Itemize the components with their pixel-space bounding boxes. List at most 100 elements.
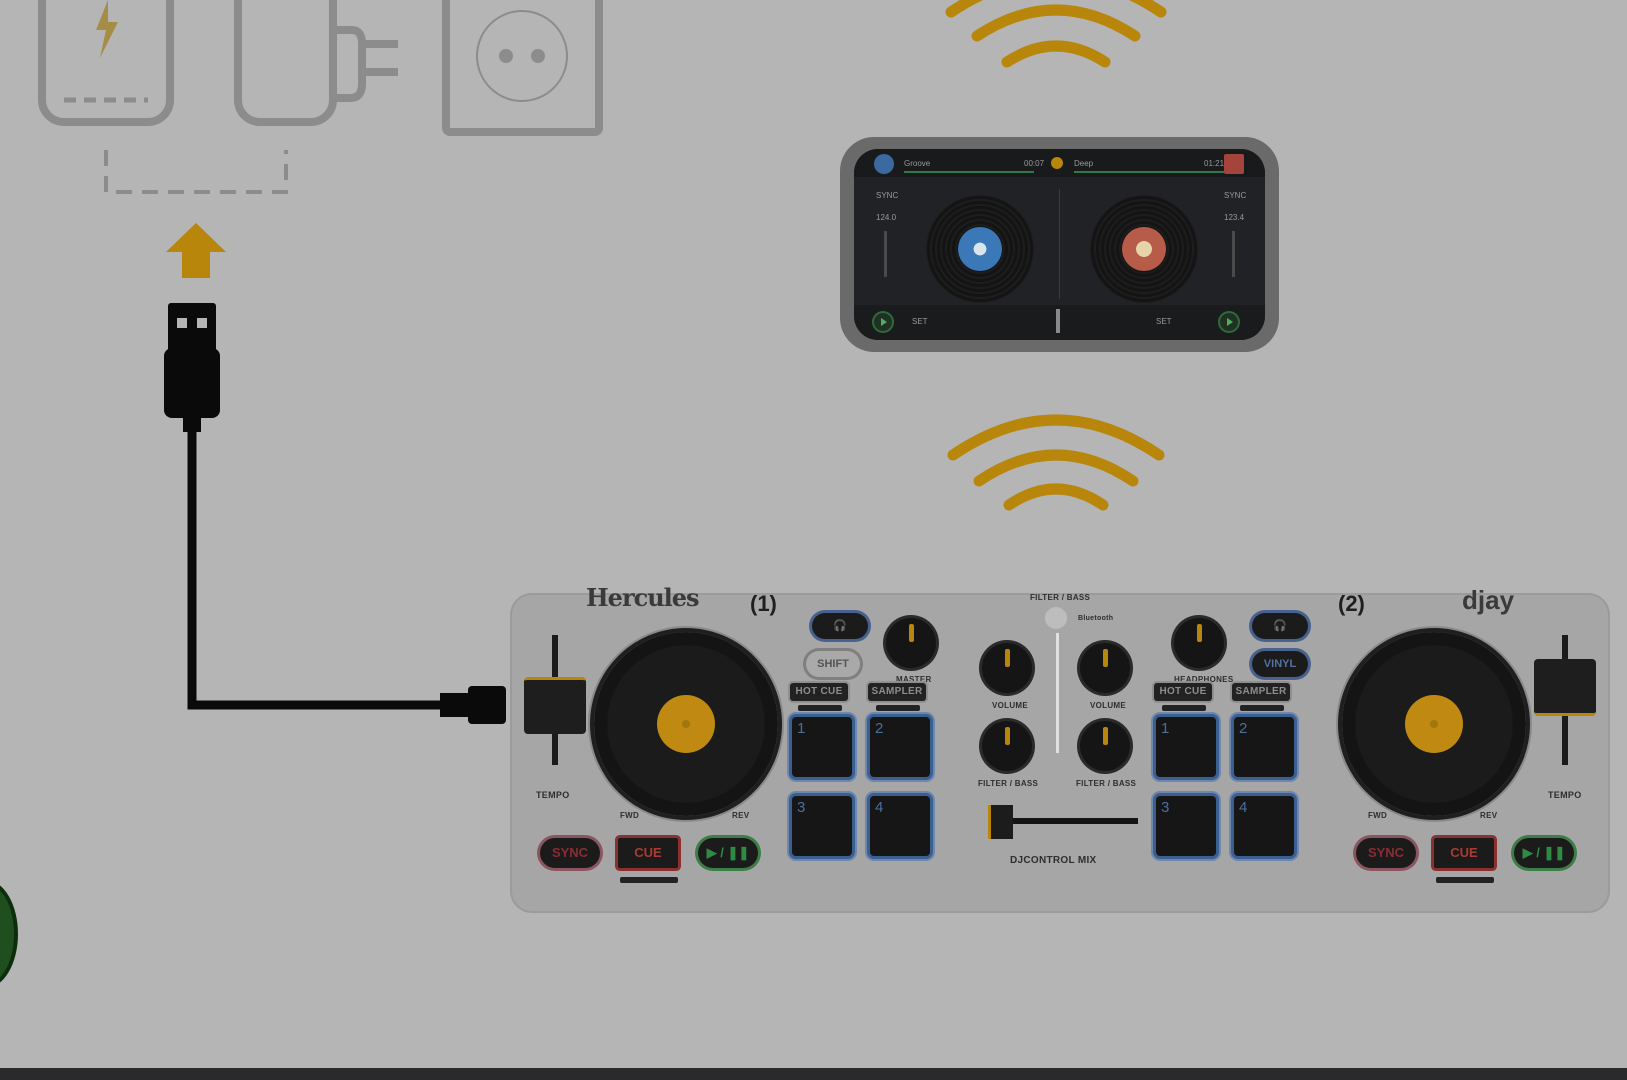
pad-number: 1 [1161,720,1170,737]
jog-wheel-left-dot [682,720,690,728]
deck-left-pitch-fader[interactable] [884,231,887,277]
deck-left-set[interactable]: SET [912,317,928,326]
deck-right-record-label [1122,227,1166,271]
deck-right-turntable[interactable] [1090,195,1198,303]
vinyl-button[interactable]: VINYL [1252,651,1308,677]
filter-knob-left[interactable] [982,721,1032,771]
djay-logo: djay [1462,585,1515,615]
headphones-label: HEADPHONES [1174,675,1234,684]
deck-right-pitch-fader[interactable] [1232,231,1235,277]
pad-number: 2 [1239,720,1248,737]
play-pause-button-right[interactable]: ▶ / ❚❚ [1514,838,1574,868]
dj-controller: Hercules djay (1) (2) TEMPO TEMPO FWD RE… [510,583,1610,913]
deck-divider [1059,189,1060,299]
bluetooth-label: Bluetooth [1078,615,1114,622]
loop-sublabel-right [1240,705,1284,711]
pad-number: 4 [1239,799,1248,816]
jog-wheel-left[interactable] [594,632,778,816]
hot-cue-button-right[interactable]: HOT CUE [1154,683,1212,701]
tempo-fader-left[interactable] [524,677,586,734]
bluetooth-led [1045,607,1067,629]
model-name: DJCONTROL MIX [1010,855,1097,866]
usb-cable [164,303,506,724]
deck-right-set[interactable]: SET [1156,317,1172,326]
pad-number: 4 [875,799,884,816]
deck-left-waveform [904,171,1034,173]
power-sources [38,0,603,278]
deck-left-record-label [958,227,1002,271]
deck-left-artwork [874,154,894,174]
sampler-button-left[interactable]: SAMPLER [868,683,926,701]
filter-label-right: FILTER / BASS [1076,779,1137,788]
headphones-icon: 🎧 [1273,620,1287,632]
djay-app-screen: Groove 00:07 Deep 01:21 SYNC 124.0 SYNC … [854,149,1265,340]
deck-left-sync[interactable]: SYNC [876,191,899,200]
jog-wheel-right-dot [1430,720,1438,728]
deck-left-bpm: 124.0 [876,213,897,222]
pad-number: 1 [797,720,806,737]
power-bank-icon [38,0,174,126]
wireless-signal-icon [947,414,1165,511]
pad-1-right[interactable]: 1 [1156,717,1216,777]
cue-button-right[interactable]: CUE [1434,838,1494,868]
jog-wheel-right[interactable] [1342,632,1526,816]
deck-right-play-icon[interactable] [1220,313,1238,331]
shift-button[interactable]: SHIFT [806,651,860,677]
wall-outlet-icon [442,0,603,136]
fx-sublabel-left [798,705,842,711]
pad-4-left[interactable]: 4 [870,796,930,856]
pad-number: 3 [1161,799,1170,816]
master-label: MASTER [896,675,932,684]
deck-left-time: 00:07 [1024,159,1045,168]
fwd-label-left: FWD [620,811,640,820]
hot-cue-button-left[interactable]: HOT CUE [790,683,848,701]
headphones-knob[interactable] [1174,618,1224,668]
hercules-logo: Hercules [586,583,700,612]
play-pause-button-left[interactable]: ▶ / ❚❚ [698,838,758,868]
wall-charger-icon [234,0,398,126]
deck-right-artwork [1224,154,1244,174]
deck-left-turntable[interactable] [926,195,1034,303]
cue-sublabel-left [620,877,678,883]
tempo-fader-right[interactable] [1534,659,1596,716]
headphone-cue-button-right[interactable]: 🎧 [1252,613,1308,639]
pad-number: 2 [875,720,884,737]
pad-2-left[interactable]: 2 [870,717,930,777]
fwd-label-right: FWD [1368,811,1388,820]
loop-sublabel-left [876,705,920,711]
deck-left-track: Groove [904,159,931,168]
sampler-button-right[interactable]: SAMPLER [1232,683,1290,701]
pad-number: 3 [797,799,806,816]
deck-right-time: 01:21 [1204,159,1225,168]
master-knob[interactable] [886,618,936,668]
pad-3-left[interactable]: 3 [792,796,852,856]
cue-sublabel-right [1436,877,1494,883]
pad-1-left[interactable]: 1 [792,717,852,777]
filter-knob-right[interactable] [1080,721,1130,771]
fx-sublabel-right [1162,705,1206,711]
volume-knob-left[interactable] [982,643,1032,693]
sync-button-right[interactable]: SYNC [1356,838,1416,868]
filter-label-left: FILTER / BASS [978,779,1039,788]
up-arrow-icon [166,223,226,278]
pad-4-right[interactable]: 4 [1234,796,1294,856]
deck-left-play-icon[interactable] [874,313,892,331]
pad-2-right[interactable]: 2 [1234,717,1294,777]
tempo-label-left: TEMPO [536,790,570,800]
djay-logo-icon [1051,157,1063,169]
deck-2-number: (2) [1338,591,1365,616]
pad-3-right[interactable]: 3 [1156,796,1216,856]
crossfader-track [988,818,1138,824]
green-circle-button[interactable] [0,880,18,988]
volume-knob-right[interactable] [1080,643,1130,693]
cue-button-left[interactable]: CUE [618,838,678,868]
wireless-signal-icon [945,0,1167,68]
deck-right-track: Deep [1074,159,1094,168]
sync-button-left[interactable]: SYNC [540,838,600,868]
crossfader-knob[interactable] [988,805,1013,839]
crossfader[interactable] [1056,309,1060,333]
deck-right-sync[interactable]: SYNC [1224,191,1247,200]
headphone-cue-button-left[interactable]: 🎧 [812,613,868,639]
bottom-bar [0,1068,1627,1080]
